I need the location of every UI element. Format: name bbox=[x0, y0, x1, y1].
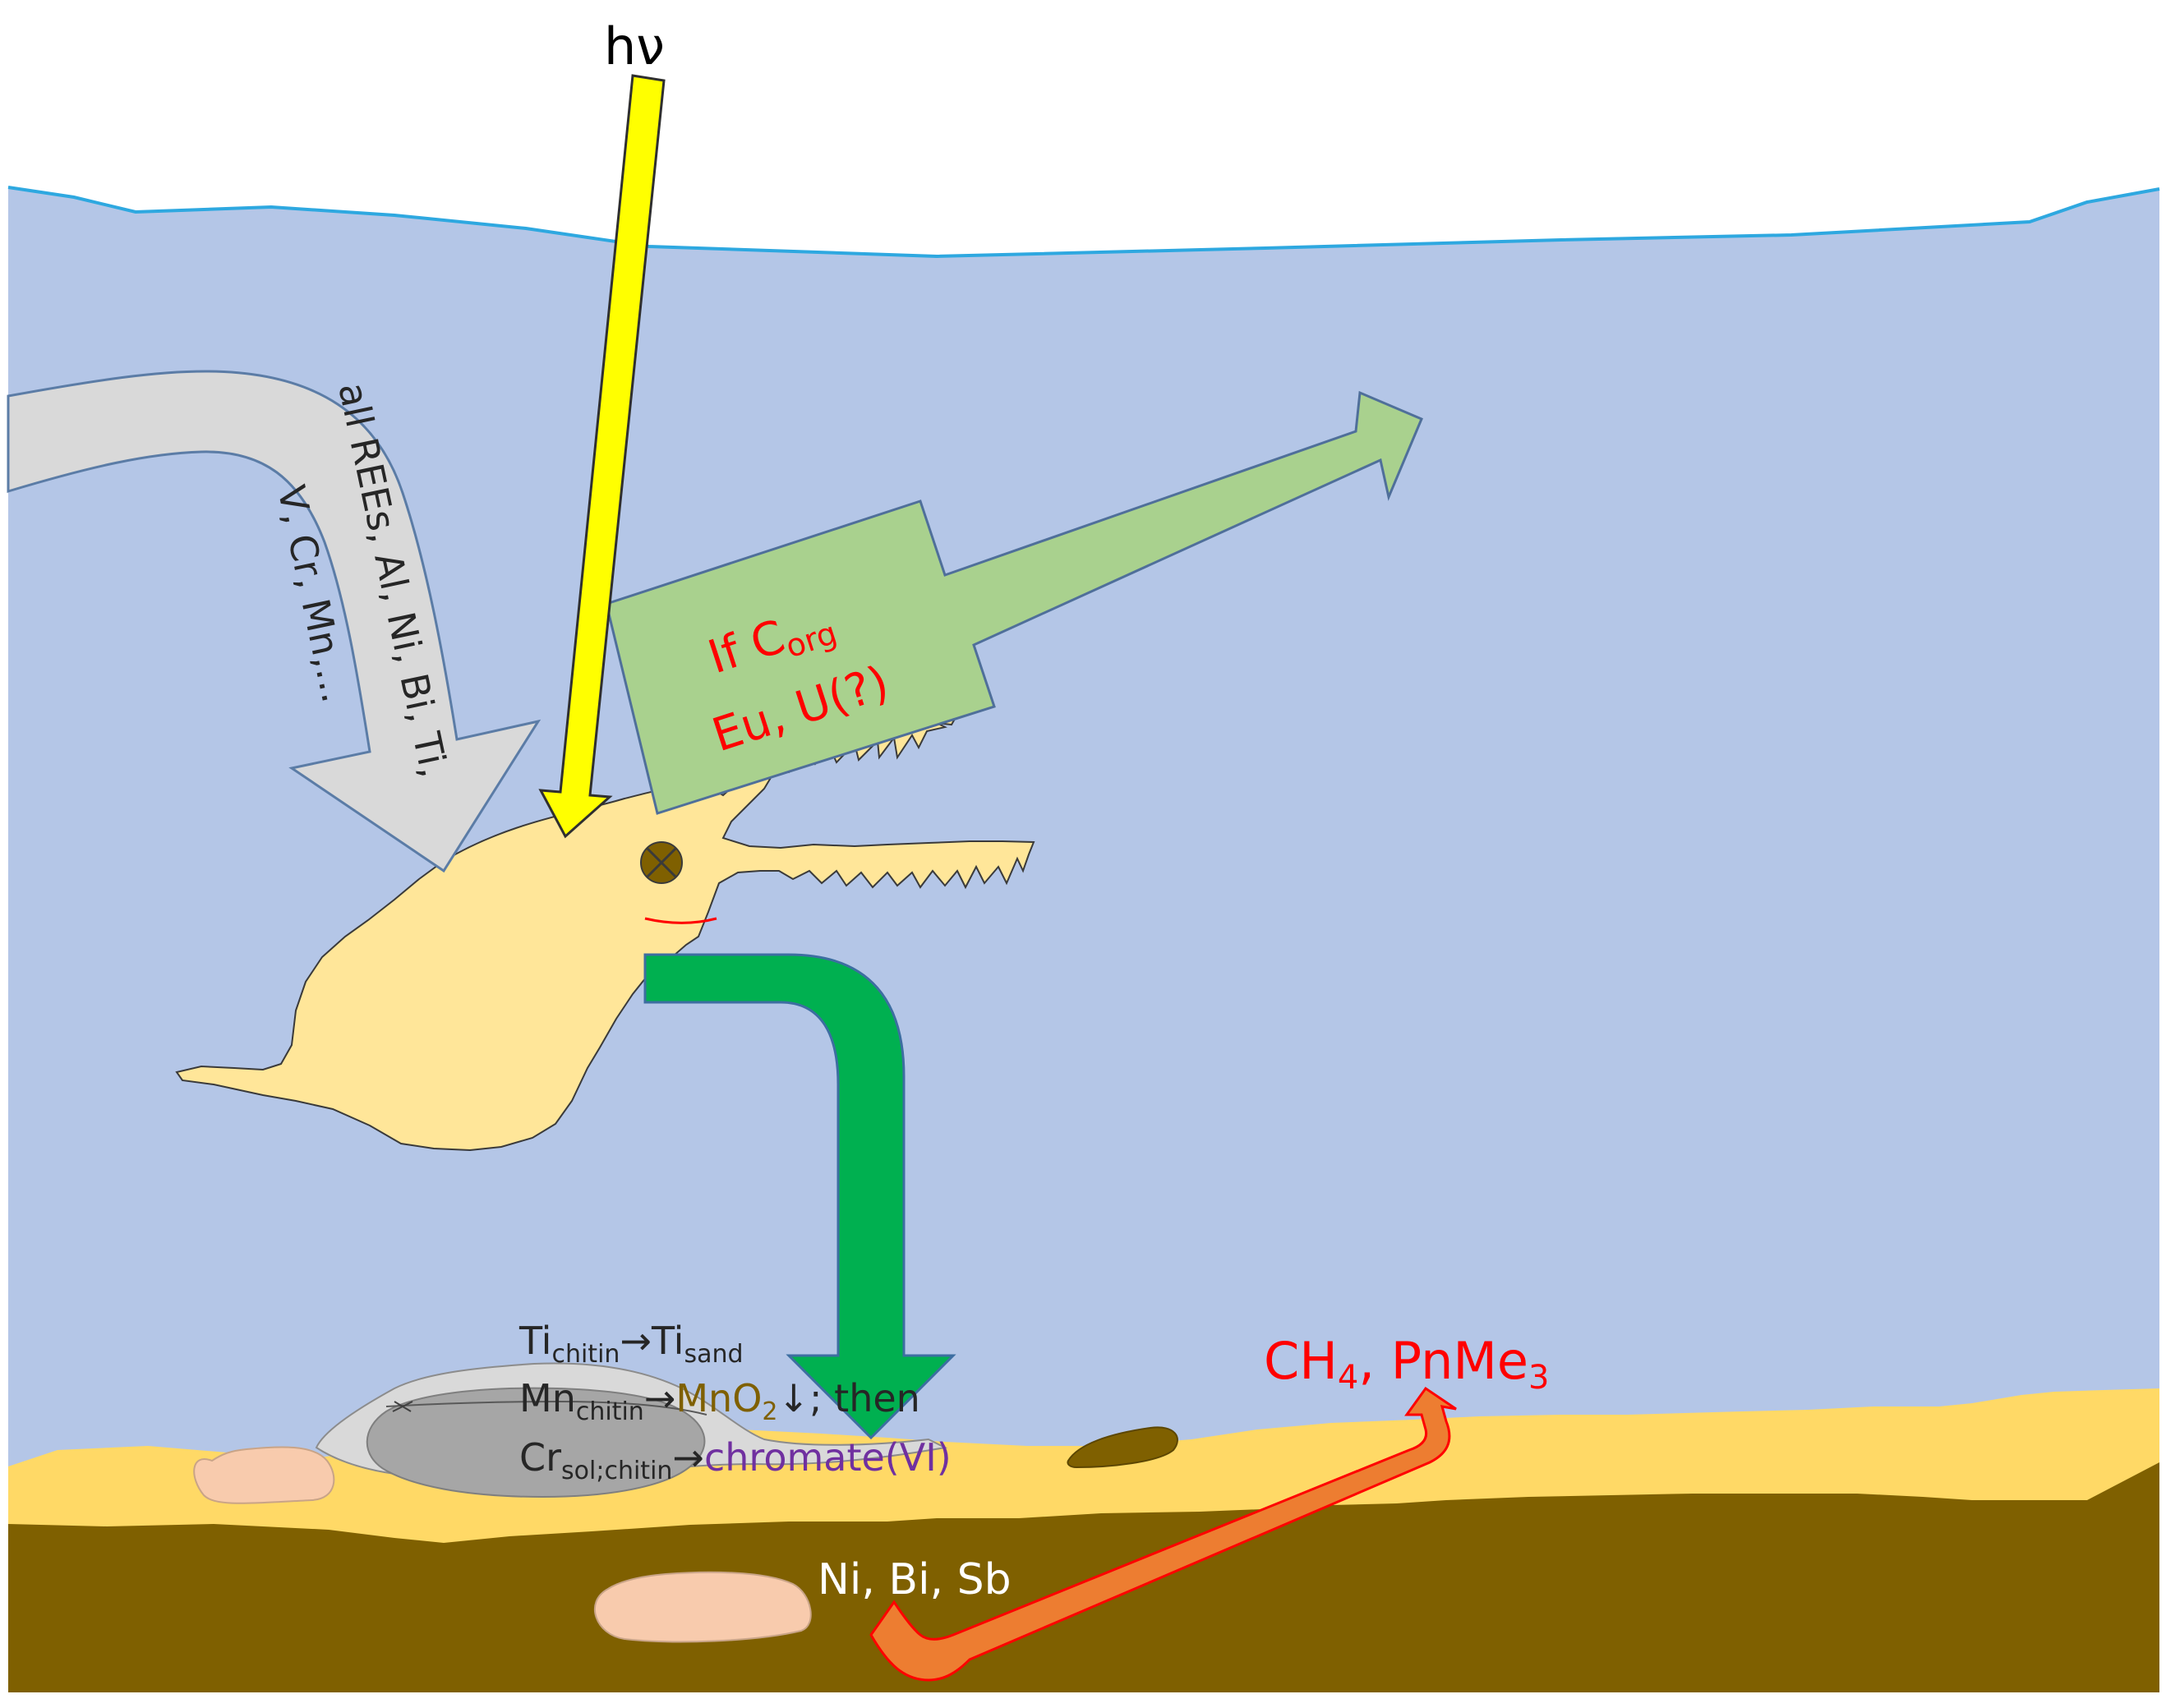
mno2-sub: 2 bbox=[762, 1397, 777, 1426]
ti-reaction: Tichitin→Tisand bbox=[518, 1319, 744, 1369]
mud-layer bbox=[8, 1462, 2159, 1692]
mn-arrow: → bbox=[644, 1376, 676, 1420]
mn-chitin-main: Mn bbox=[519, 1376, 576, 1420]
water-surface-line bbox=[7, 186, 2160, 259]
gas-separator: , PnMe bbox=[1358, 1331, 1528, 1391]
ti-sand-sub: sand bbox=[684, 1340, 743, 1369]
carcass-mark bbox=[392, 1401, 413, 1412]
carcass-core bbox=[366, 1387, 706, 1499]
mn-chitin-sub: chitin bbox=[576, 1397, 644, 1426]
water-body bbox=[8, 187, 2159, 1692]
gas-me-sub: 3 bbox=[1528, 1359, 1549, 1397]
light-arrow bbox=[538, 74, 666, 839]
ti-arrow: → bbox=[620, 1319, 652, 1363]
gas-ch-main: CH bbox=[1264, 1331, 1338, 1391]
gas-label: CH4, PnMe3 bbox=[1264, 1331, 1549, 1397]
deposition-arrow bbox=[643, 953, 956, 1440]
ti-chitin-sub: chitin bbox=[551, 1340, 620, 1369]
outflow-arrow bbox=[605, 390, 1423, 815]
mud-patch bbox=[1067, 1426, 1178, 1469]
mn-reaction: Mnchitin→MnO2↓; then bbox=[519, 1376, 920, 1426]
sediment-metals-label: Ni, Bi, Sb bbox=[818, 1555, 1012, 1604]
light-label: hν bbox=[604, 16, 665, 76]
gas-ch-sub: 4 bbox=[1338, 1359, 1358, 1397]
pebble-mud bbox=[593, 1571, 812, 1643]
carcass-inner-line bbox=[385, 1400, 707, 1416]
cr-arrow: → bbox=[672, 1435, 704, 1480]
inflow-arrow bbox=[7, 370, 542, 873]
creature-eye-cross bbox=[646, 847, 677, 878]
cr-main: Cr bbox=[519, 1435, 561, 1480]
mn-tail: ↓; then bbox=[778, 1376, 920, 1420]
cr-sub: sol;chitin bbox=[561, 1457, 672, 1485]
mno2-main: MnO bbox=[675, 1376, 762, 1420]
gas-arrow bbox=[869, 1386, 1457, 1682]
pebble-sand bbox=[193, 1446, 335, 1504]
chromate-label: chromate(VI) bbox=[704, 1435, 952, 1480]
creature-mouth bbox=[644, 917, 717, 924]
ti-sand-main: Ti bbox=[651, 1319, 684, 1363]
cr-reaction: Crsol;chitin→chromate(VI) bbox=[519, 1435, 952, 1485]
ti-chitin-main: Ti bbox=[518, 1319, 551, 1363]
